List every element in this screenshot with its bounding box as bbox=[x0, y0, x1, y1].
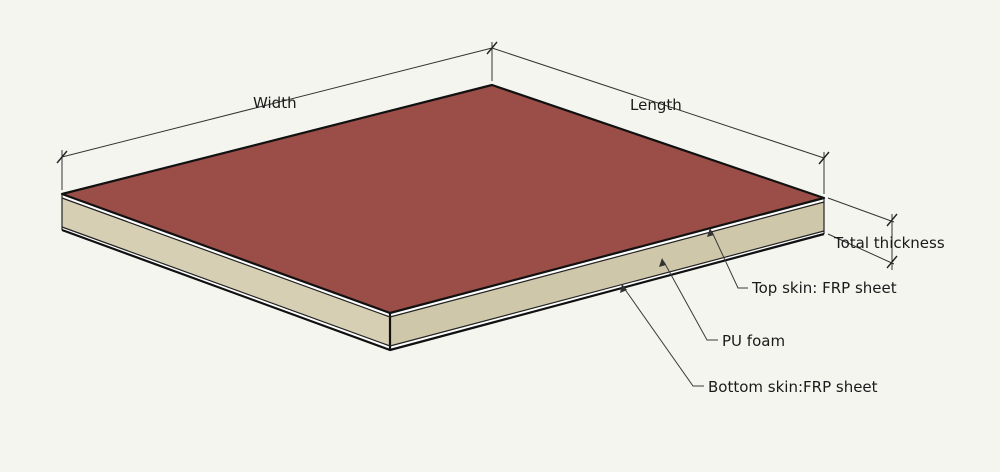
length-dimension-line bbox=[491, 47, 825, 159]
panel-top-face bbox=[62, 85, 824, 313]
width-tick-left bbox=[56, 150, 68, 164]
width-dimension-line bbox=[61, 47, 493, 158]
core-arrowhead bbox=[659, 258, 666, 267]
foam-core-right-face bbox=[390, 198, 824, 350]
width-label: Width bbox=[253, 94, 297, 112]
thickness-tick-top bbox=[886, 213, 898, 227]
bottom-skin-leader bbox=[623, 287, 704, 387]
top-skin-line-right bbox=[389, 201, 825, 318]
top-skin-line-left bbox=[61, 197, 391, 318]
foam-core-left-face bbox=[62, 194, 390, 350]
top-skin-label: Top skin: FRP sheet bbox=[751, 279, 897, 297]
total-thickness-label: Total thickness bbox=[833, 234, 945, 252]
core-leader bbox=[663, 261, 718, 341]
bottom-skin-line-right bbox=[389, 230, 825, 347]
top-skin-leader bbox=[711, 231, 748, 289]
top-skin-arrowhead bbox=[707, 228, 714, 237]
thickness-extension-bottom bbox=[827, 233, 895, 265]
length-tick-right bbox=[818, 151, 830, 165]
thickness-extension-top bbox=[827, 197, 895, 223]
length-label: Length bbox=[630, 96, 682, 114]
core-label: PU foam bbox=[722, 332, 785, 350]
thickness-tick-bottom bbox=[886, 255, 898, 269]
bottom-skin-line-left bbox=[61, 226, 391, 347]
bottom-skin-label: Bottom skin:FRP sheet bbox=[708, 378, 878, 396]
bottom-skin-arrowhead bbox=[620, 284, 627, 293]
